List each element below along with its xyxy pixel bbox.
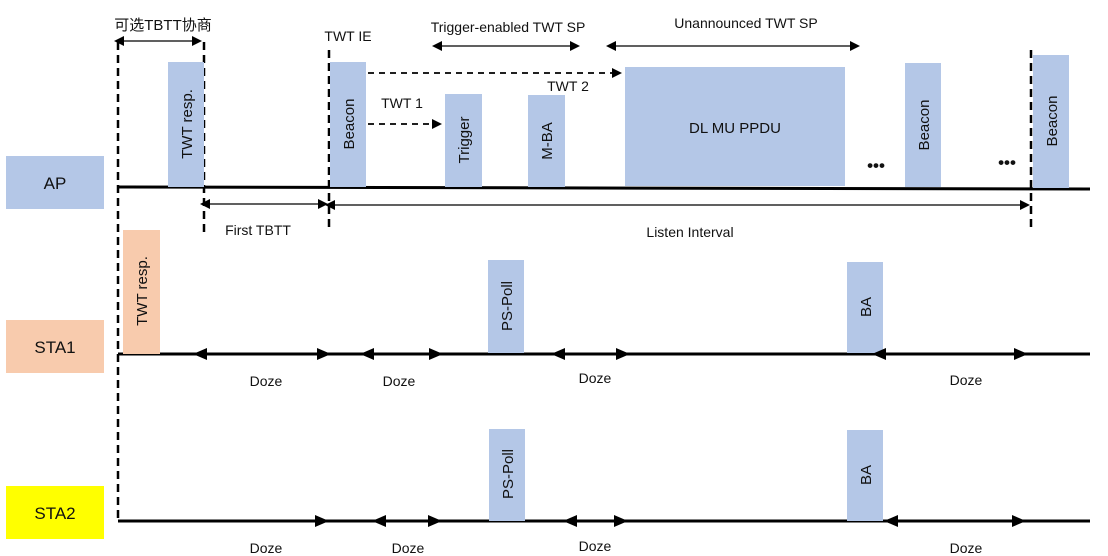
dl-mu-ppdu-frame [625,67,845,186]
ap-twt-resp-frame [168,62,204,187]
mba-frame [528,95,565,187]
sta1-ba-label: BA [858,297,875,317]
sta2-doze-label-4: Doze [950,540,983,556]
sta1-ba-frame [847,262,883,353]
sta2-arrowhead-3 [428,515,442,527]
ap-ellipsis-2: ••• [998,153,1016,172]
first-tbtt-label: First TBTT [225,222,291,238]
trigger-enabled-sp-label: Trigger-enabled TWT SP [431,19,586,35]
unannounced-sp-label: Unannounced TWT SP [674,15,817,31]
sta1-ps-poll-frame [488,260,524,353]
sta1-twt-resp-label: TWT resp. [134,256,151,326]
sta2-ps-poll-label: PS-Poll [500,449,517,499]
mba-label: M-BA [539,122,556,160]
beacon-frame-3 [1033,55,1069,188]
sta2-arrowhead-7 [1012,515,1026,527]
sta2-station-label: STA2 [34,504,75,523]
beacon-1-label: Beacon [341,99,358,150]
ap-station-label: AP [44,174,67,193]
ap-twt-resp-label: TWT resp. [179,89,196,159]
sta1-twt-resp-frame [123,230,160,354]
beacon-3-label: Beacon [1044,96,1061,147]
sta1-ps-poll-label: PS-Poll [499,281,516,331]
sta1-doze-label-3: Doze [579,370,612,386]
ap-ellipsis-1: ••• [867,156,885,175]
ap-timeline [117,185,1091,191]
sta1-station-label: STA1 [34,338,75,357]
beacon-frame-1 [330,62,366,187]
optional-tbtt-label: 可选TBTT协商 [114,17,212,34]
sta2-arrowhead-6 [884,515,898,527]
sta2-doze-label-1: Doze [250,540,283,556]
sta1-doze-label-4: Doze [950,372,983,388]
sta2-doze-label-3: Doze [579,538,612,554]
ap-station-box [6,156,104,209]
dl-mu-ppdu-label: DL MU PPDU [689,120,781,137]
trigger-label: Trigger [456,117,473,164]
sta2-station-box [6,486,104,539]
sta2-arrowhead-1 [315,515,329,527]
beacon-2-label: Beacon [916,100,933,151]
twt-ie-label: TWT IE [324,28,371,44]
sta1-doze-label-2: Doze [383,373,416,389]
beacon-frame-2 [905,63,941,187]
sta2-ba-frame [847,430,883,521]
listen-interval-label: Listen Interval [646,224,733,240]
sta2-arrowhead-4 [563,515,577,527]
sta2-ps-poll-frame [489,429,525,521]
sta2-doze-label-2: Doze [392,540,425,556]
twt2-label: TWT 2 [547,78,589,94]
sta2-arrowhead-2 [372,515,386,527]
sta1-doze-label-1: Doze [250,373,283,389]
twt1-label: TWT 1 [381,95,423,111]
sta2-ba-label: BA [858,465,875,485]
sta1-station-box [6,320,104,373]
trigger-frame [445,94,482,187]
sta2-arrowhead-5 [614,515,628,527]
